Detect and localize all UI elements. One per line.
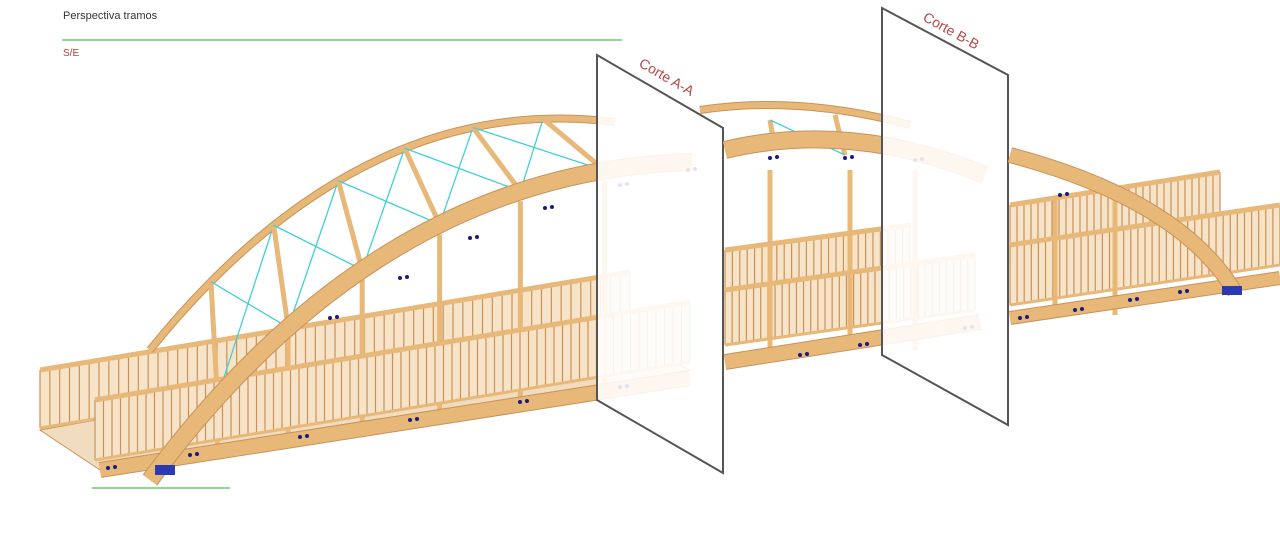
section-plane-a <box>596 53 724 475</box>
bolt <box>543 206 547 210</box>
bolt <box>1185 289 1189 293</box>
bolt <box>550 205 554 209</box>
bolt <box>1073 308 1077 312</box>
bolt <box>850 155 854 159</box>
bracing <box>338 180 440 225</box>
bolt <box>188 453 192 457</box>
front-railing-handrail <box>94 299 691 403</box>
cross-beam <box>271 224 291 328</box>
bolt <box>1025 315 1029 319</box>
bolt <box>1065 192 1069 196</box>
cross-beam <box>541 116 607 173</box>
drawing-title: Perspectiva tramos <box>63 10 158 22</box>
mid-back-arch <box>699 102 911 128</box>
cross-beam <box>470 126 523 193</box>
bolt <box>475 235 479 239</box>
bearing-support <box>155 465 175 475</box>
title-underline <box>62 39 622 41</box>
back-railing-handrail <box>39 269 631 373</box>
bolt <box>1018 316 1022 320</box>
bolt <box>1058 193 1062 197</box>
bracing <box>519 118 544 192</box>
bracing <box>210 281 289 329</box>
bolt <box>298 435 302 439</box>
bracing <box>404 147 521 192</box>
bolt <box>798 353 802 357</box>
bolt <box>1128 298 1132 302</box>
bolt <box>1178 290 1182 294</box>
bolt <box>843 156 847 160</box>
bolt <box>408 418 412 422</box>
bolt <box>415 417 419 421</box>
bolt <box>335 315 339 319</box>
section-plane-b <box>881 6 1009 427</box>
scale-note: S/E <box>63 48 80 59</box>
bracing <box>361 147 406 270</box>
bolt <box>1135 297 1139 301</box>
right-span <box>1007 147 1280 325</box>
bracing <box>273 224 363 271</box>
front-railing-bottom-rail <box>94 360 691 462</box>
cross-beam <box>335 180 365 271</box>
cross-beam <box>402 147 442 226</box>
bracing <box>439 127 474 225</box>
bolt <box>405 275 409 279</box>
bracing <box>287 180 339 328</box>
bolt <box>525 399 529 403</box>
bolt <box>468 236 472 240</box>
bolt <box>106 466 110 470</box>
bolt <box>805 352 809 356</box>
bracing <box>216 225 275 398</box>
mid-back-railing-handrail <box>724 222 911 253</box>
bracing <box>472 126 605 172</box>
bolt <box>518 400 522 404</box>
bolt <box>768 156 772 160</box>
bolt <box>1080 307 1084 311</box>
bolt <box>305 434 309 438</box>
bolt <box>195 452 199 456</box>
bolt <box>858 343 862 347</box>
bolt <box>865 342 869 346</box>
bolt <box>328 316 332 320</box>
bearing-support <box>1222 286 1242 295</box>
right-arch <box>1008 148 1242 296</box>
bolt <box>398 276 402 280</box>
bolt <box>113 465 117 469</box>
bolt <box>775 155 779 159</box>
